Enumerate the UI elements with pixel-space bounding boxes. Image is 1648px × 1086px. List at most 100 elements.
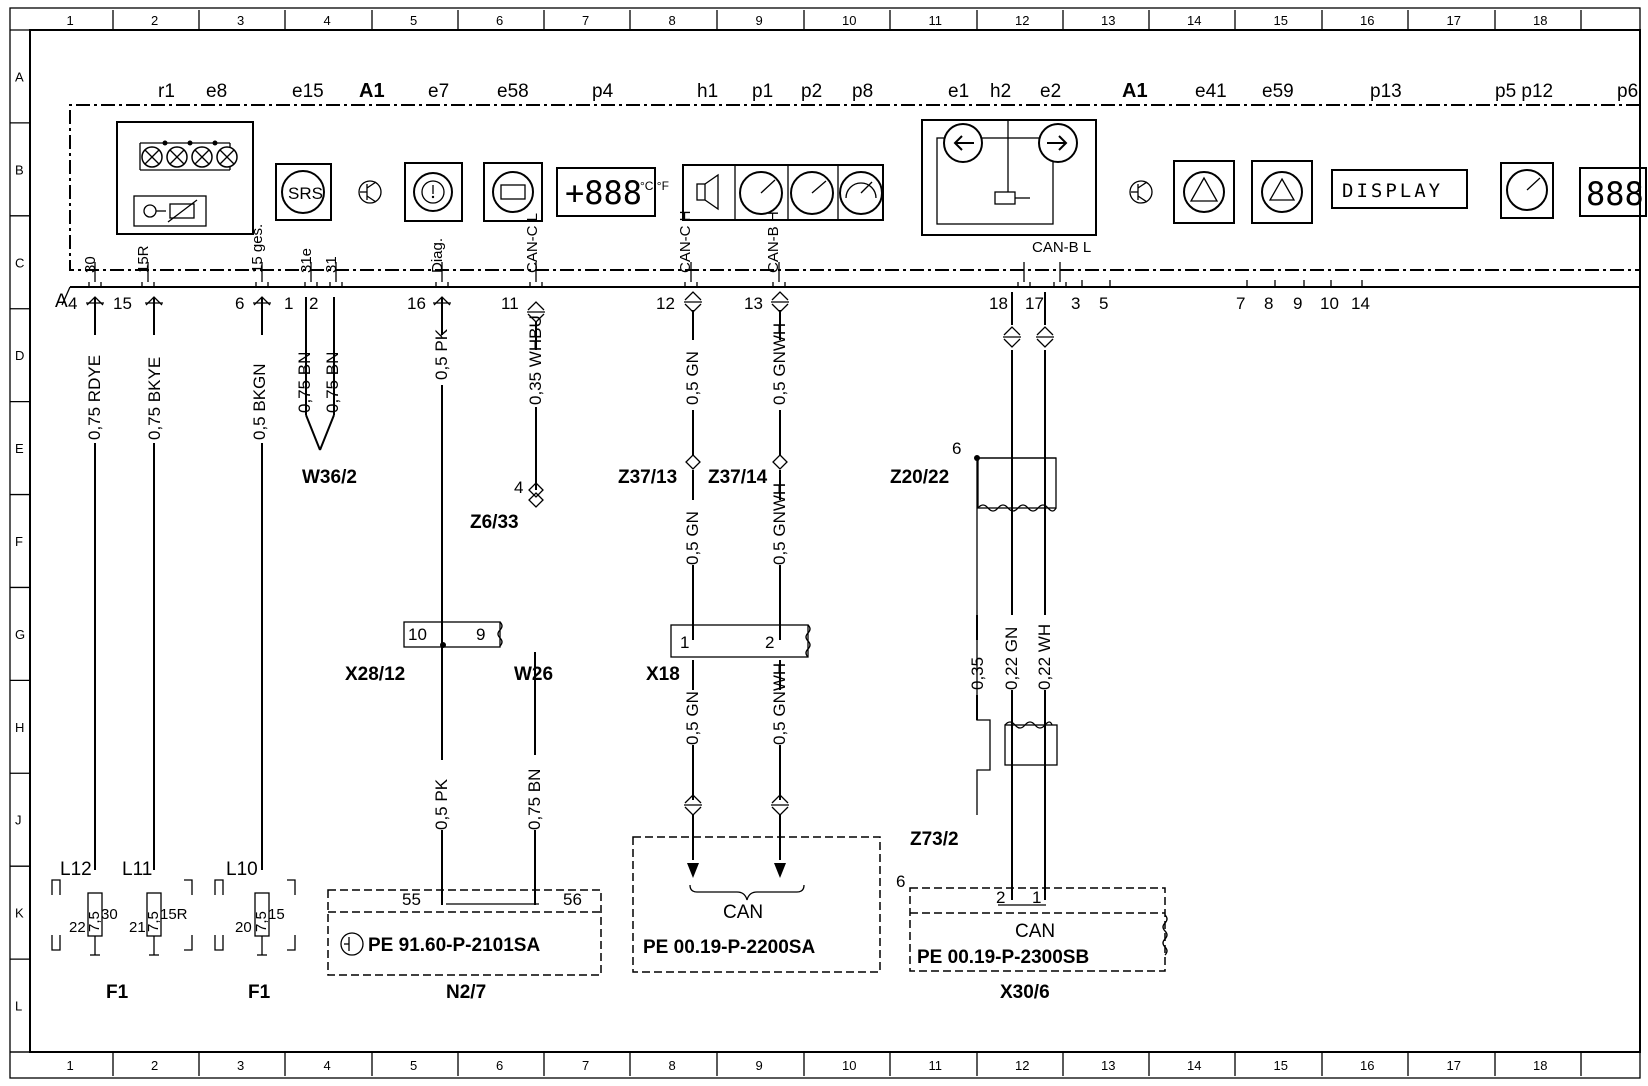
grid-col-top: 1 xyxy=(67,13,74,28)
fuse-pin: 20 xyxy=(235,919,252,936)
grid-col-bottom: 16 xyxy=(1360,1058,1374,1073)
fuse-pin: 15R xyxy=(160,906,188,923)
multifunction-display: DISPLAY xyxy=(1331,169,1468,209)
lcd-unit: °C °F xyxy=(640,179,669,193)
wire-label: 0,5 PK xyxy=(432,328,451,380)
connector-pin: 8 xyxy=(1264,294,1273,313)
connector-pin: 10 xyxy=(1320,294,1339,313)
x30-6-pe-link[interactable]: PE 00.19-P-2300SB xyxy=(917,947,1089,968)
wire-label: 0,75 RDYE xyxy=(85,355,104,440)
connector-pin: 18 xyxy=(989,294,1008,313)
speedometer-icon xyxy=(839,171,883,215)
reference-pin: 6 xyxy=(896,872,905,891)
grid-col-top: 13 xyxy=(1101,13,1115,28)
reference-label: Z73/2 xyxy=(910,829,959,850)
twisted-pair-shield xyxy=(974,455,1058,815)
grid-col-top: 9 xyxy=(756,13,763,28)
fuse-label: L12 xyxy=(60,859,92,880)
transistor-icon xyxy=(358,180,382,204)
grid-col-top: 18 xyxy=(1533,13,1547,28)
reference-pin: 6 xyxy=(952,439,961,458)
grid-col-top: 16 xyxy=(1360,13,1374,28)
connector-pin: 2 xyxy=(309,294,318,313)
n2-7-module: PE 91.60-P-2101SA xyxy=(327,889,602,976)
fuse-rating: 7,5 xyxy=(253,911,270,932)
connector-pin-label: Diag. xyxy=(429,238,446,273)
wire-label: 0,35 WHBU xyxy=(526,315,545,405)
reference-label: Z6/33 xyxy=(470,512,519,533)
n2-7-pe-link[interactable]: PE 91.60-P-2101SA xyxy=(368,935,540,956)
connector-pin-label: 15R xyxy=(135,245,152,273)
wire-label: 0,22 GN xyxy=(1002,627,1021,690)
grid-col-bottom: 7 xyxy=(582,1058,589,1073)
can-label-2: CAN xyxy=(1015,921,1055,942)
reference-pin: 1 xyxy=(680,633,689,652)
grid-row: B xyxy=(15,162,24,177)
can-pe-link[interactable]: PE 00.19-P-2200SA xyxy=(643,937,815,958)
component-label: p1 xyxy=(752,81,773,102)
srs-lamp: SRS xyxy=(275,163,332,221)
component-label: e8 xyxy=(206,81,227,102)
component-label: e41 xyxy=(1195,81,1227,102)
digital-display-right: 888 xyxy=(1579,167,1647,217)
component-label: h2 xyxy=(990,81,1011,102)
connector-pin: 16 xyxy=(407,294,426,313)
grid-col-bottom: 18 xyxy=(1533,1058,1547,1073)
component-label: e7 xyxy=(428,81,449,102)
reference-label: W36/2 xyxy=(302,467,357,488)
fuse-label: L10 xyxy=(226,859,258,880)
reference-pin: 10 xyxy=(408,625,427,644)
wire-label: 0,5 GN xyxy=(683,511,702,565)
grid-col-bottom: 9 xyxy=(756,1058,763,1073)
grid-col-top: 2 xyxy=(151,13,158,28)
cluster-ref: A1 xyxy=(359,80,385,102)
fuse-rating: 7,5 xyxy=(86,911,103,932)
grid-col-bottom: 15 xyxy=(1274,1058,1288,1073)
grid-col-bottom: 17 xyxy=(1447,1058,1461,1073)
connector-pin-label: CAN-B L xyxy=(1032,239,1091,256)
reference-pin: 2 xyxy=(765,633,774,652)
connector-pin: 17 xyxy=(1025,294,1044,313)
grid-row: A xyxy=(15,69,24,84)
fuse-pin: 15 xyxy=(268,906,285,923)
component-label: e59 xyxy=(1262,81,1294,102)
connector-pin-label: CAN-C L xyxy=(524,213,541,273)
grid-col-top: 15 xyxy=(1274,13,1288,28)
reference-pin: 9 xyxy=(476,625,485,644)
connector-pin: 6 xyxy=(235,294,244,313)
connector-pin: 15 xyxy=(113,294,132,313)
wire-label: 0,5 GNWH xyxy=(770,483,789,565)
grid-col-bottom: 6 xyxy=(496,1058,503,1073)
grid-col-bottom: 3 xyxy=(237,1058,244,1073)
wire-label: 0,5 GNWH xyxy=(770,663,789,745)
grid-col-bottom: 4 xyxy=(324,1058,331,1073)
component-label: p5 p12 xyxy=(1495,81,1553,102)
grid-col-bottom: 12 xyxy=(1015,1058,1029,1073)
reference-label: N2/7 xyxy=(446,982,486,1003)
grid-col-top: 12 xyxy=(1015,13,1029,28)
fuse-pin: 21 xyxy=(129,919,146,936)
hazard-warning-icon xyxy=(1173,160,1235,224)
x28-12-connector xyxy=(403,621,503,648)
fuel-gauge-icon xyxy=(790,171,834,215)
reference-label: F1 xyxy=(248,982,271,1003)
component-label: e58 xyxy=(497,81,529,102)
reference-pin: 1 xyxy=(1032,888,1041,907)
component-label: p4 xyxy=(592,81,614,102)
wire-label: 0,5 PK xyxy=(432,778,451,830)
x18-connector xyxy=(670,624,811,658)
fuse-rating: 7,5 xyxy=(145,911,162,932)
grid-col-bottom: 5 xyxy=(410,1058,417,1073)
grid-col-top: 4 xyxy=(324,13,331,28)
component-label: p2 xyxy=(801,81,822,102)
grid-col-bottom: 11 xyxy=(929,1058,943,1073)
grid-col-bottom: 1 xyxy=(67,1058,74,1073)
lcd-right: 888 xyxy=(1586,175,1644,213)
wire-label: 0,75 BN xyxy=(295,352,314,413)
connector-ref: A xyxy=(55,291,68,312)
